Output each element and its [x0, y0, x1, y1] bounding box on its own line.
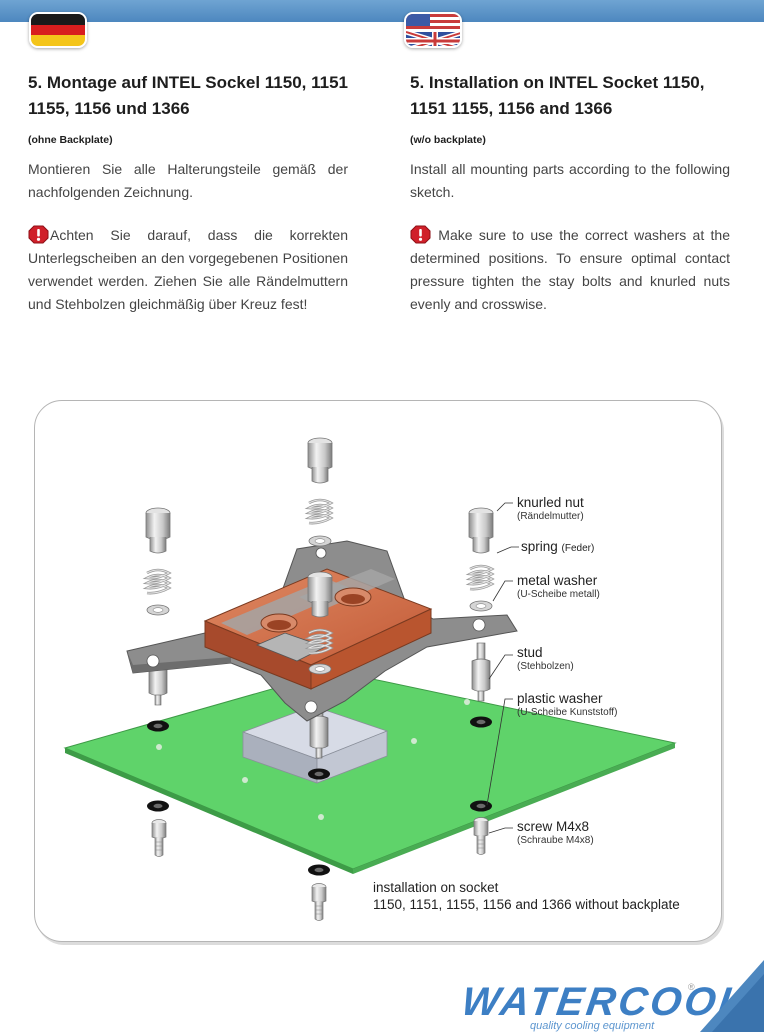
english-column: 5. Installation on INTEL Socket 1150, 11… [410, 70, 730, 316]
label-plastic-washer-de: (U-Scheibe Kunststoff) [517, 707, 617, 719]
logo-tagline: quality cooling equipment [530, 1020, 654, 1032]
registered-mark: ® [688, 982, 695, 992]
german-subtitle: (ohne Backplate) [28, 134, 348, 146]
english-warning-text: Make sure to use the correct washers at … [410, 227, 730, 312]
watercool-logo: WATERCOOL ® quality cooling equipment [462, 980, 702, 1028]
english-subtitle: (w/o backplate) [410, 134, 730, 146]
header-band [0, 0, 764, 22]
exploded-view-drawing [35, 401, 723, 943]
corner-decoration [700, 960, 764, 1032]
label-knurled-nut-de: (Rändelmutter) [517, 511, 584, 523]
label-stud: stud [517, 645, 543, 660]
diagram-caption-line1: installation on socket [373, 880, 498, 895]
english-instructions: Install all mounting parts according to … [410, 158, 730, 204]
warning-icon [410, 225, 431, 244]
warning-icon [28, 225, 49, 244]
german-flag-icon [29, 12, 87, 48]
label-screw-de: (Schraube M4x8) [517, 835, 594, 847]
label-spring: spring (Feder) [521, 539, 594, 556]
german-instructions: Montieren Sie alle Halterungsteile gemäß… [28, 158, 348, 204]
german-warning-text: Achten Sie darauf, dass die korrekten Un… [28, 227, 348, 312]
diagram-caption-line2: 1150, 1151, 1155, 1156 and 1366 without … [373, 897, 680, 912]
german-column: 5. Montage auf INTEL Sockel 1150, 1151 1… [28, 70, 348, 316]
label-spring-de: (Feder) [562, 543, 595, 554]
german-title: 5. Montage auf INTEL Sockel 1150, 1151 1… [28, 70, 348, 122]
label-stud-de: (Stehbolzen) [517, 661, 574, 673]
assembly-diagram: knurled nut (Rändelmutter) spring (Feder… [34, 400, 722, 942]
english-title: 5. Installation on INTEL Socket 1150, 11… [410, 70, 730, 122]
label-screw: screw M4x8 [517, 819, 589, 834]
label-knurled-nut: knurled nut [517, 495, 584, 510]
label-spring-en: spring [521, 539, 558, 554]
label-metal-washer: metal washer [517, 573, 597, 588]
german-warning: Achten Sie darauf, dass die korrekten Un… [28, 224, 348, 316]
label-metal-washer-de: (U-Scheibe metall) [517, 589, 600, 601]
english-warning: Make sure to use the correct washers at … [410, 224, 730, 316]
uk-us-flag-icon [404, 12, 462, 48]
label-plastic-washer: plastic washer [517, 691, 603, 706]
